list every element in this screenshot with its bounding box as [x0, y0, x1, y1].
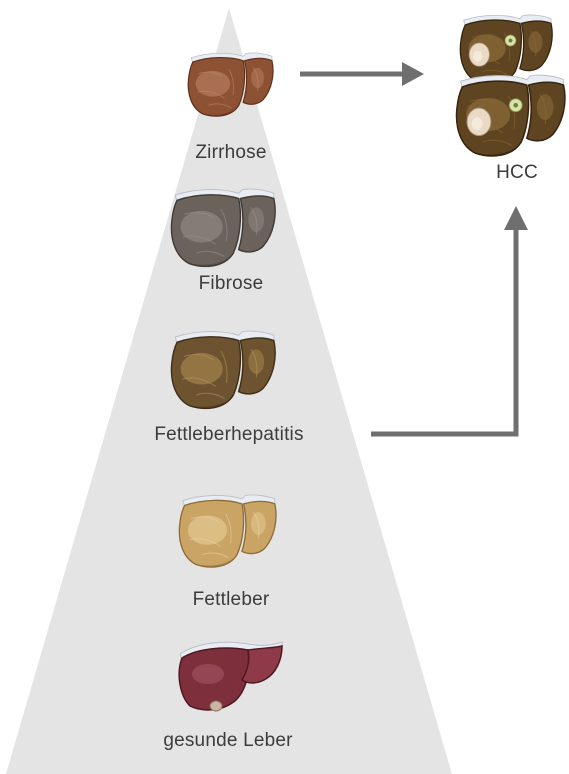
- outcome-label-hcc: HCC: [496, 162, 538, 184]
- liver-hcc-top-tumor-large-core: [473, 51, 482, 62]
- liver-gesunde-gallbladder: [210, 701, 222, 711]
- stage-label-gesunde-leber: gesunde Leber: [163, 730, 292, 752]
- liver-hcc-bottom-illustration: [456, 75, 564, 156]
- liver-gesunde-highlight: [192, 664, 224, 684]
- liver-hcc-bottom-tumor-large-core: [472, 117, 483, 130]
- arrow-fettleberhepatitis-to-hcc-head: [504, 206, 528, 230]
- stage-label-fettleber: Fettleber: [193, 589, 270, 611]
- liver-zirrhose-illustration: [188, 53, 273, 116]
- liver-hcc-bottom-tumor-small-core: [513, 103, 518, 108]
- liver-hcc-top-tumor-small-core: [509, 39, 513, 43]
- arrow-zirrhose-to-hcc-head: [402, 62, 424, 86]
- arrow-fettleberhepatitis-to-hcc: [371, 226, 516, 434]
- stage-label-zirrhose: Zirrhose: [195, 142, 266, 164]
- stage-label-fibrose: Fibrose: [199, 273, 264, 295]
- stage-label-fettleberhepatitis: Fettleberhepatitis: [154, 424, 303, 446]
- liver-hcc-top-illustration: [460, 15, 552, 84]
